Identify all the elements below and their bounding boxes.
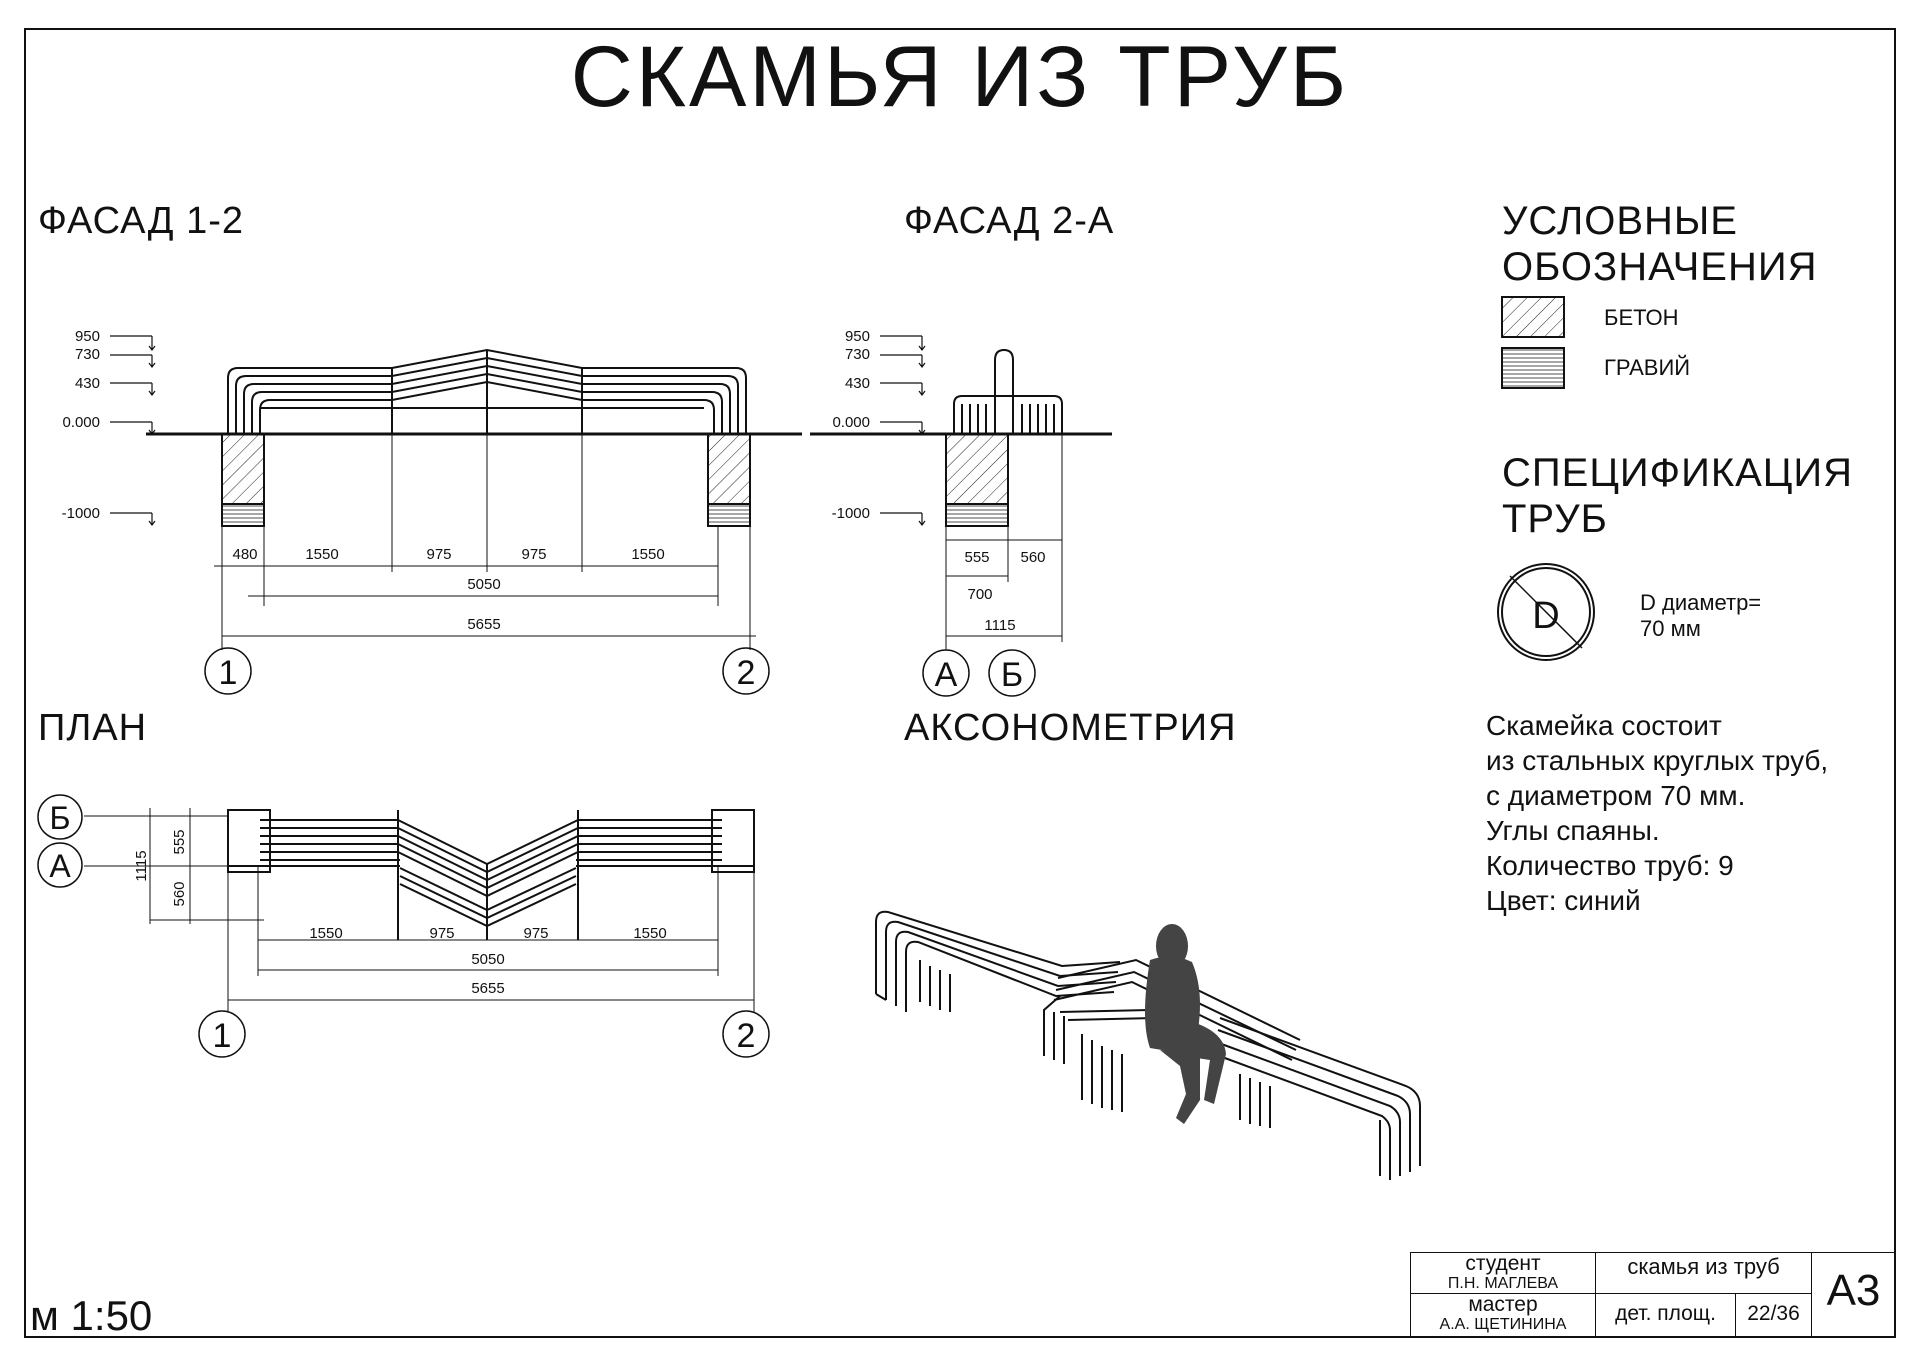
spec-title-line1: СПЕЦИФИКАЦИЯ (1502, 451, 1854, 495)
spec-title-line2: ТРУБ (1502, 497, 1608, 541)
spec-desc-line2: 70 мм (1640, 616, 1701, 641)
facade-2-a-level-minus1000: -1000 (832, 505, 870, 522)
facade-1-2-axis-2-marker (722, 647, 770, 695)
project-name: скамья из труб (1596, 1252, 1812, 1294)
legend-label-concrete: БЕТОН (1604, 305, 1679, 330)
spec-desc-line1: D диаметр= (1640, 590, 1762, 615)
plan-dim-1550-right: 1550 (633, 925, 666, 942)
plan-axis-2-marker (722, 1010, 770, 1058)
plan-dim-1550-left: 1550 (309, 925, 342, 942)
legend-title-line1: УСЛОВНЫЕ (1502, 199, 1738, 243)
title-block: студент П.Н. МАГЛЕВА мастер А.А. ЩЕТИНИН… (1410, 1252, 1896, 1338)
facade-2-a-dim-560: 560 (1020, 549, 1045, 566)
facade-2-a-dim-700: 700 (967, 586, 992, 603)
facade-1-2-level-0: 0.000 (62, 414, 100, 431)
plan-dim-975-left: 975 (429, 925, 454, 942)
drawing-frame (24, 28, 1896, 1338)
plan-drawing (227, 809, 755, 940)
facade-2-a-level-0: 0.000 (832, 414, 870, 431)
plan-dimension-lines (84, 808, 755, 1012)
legend-swatch-concrete (1501, 296, 1565, 338)
student-name: П.Н. МАГЛЕВА (1447, 1275, 1559, 1292)
section-title-axonometry: АКСОНОМЕТРИЯ (904, 707, 1237, 749)
facade-2-a-drawing (810, 348, 1112, 527)
drawing-title: СКАМЬЯ ИЗ ТРУБ (570, 29, 1350, 125)
student-role: студент (1465, 1252, 1541, 1275)
facade-2-a-axis-a-marker (922, 649, 970, 697)
facade-2-a-level-730: 730 (845, 346, 870, 363)
facade-1-2-dim-5655: 5655 (467, 616, 500, 633)
plan-axis-a-label: А (49, 848, 71, 884)
plan-dim-1115: 1115 (133, 850, 150, 881)
master-name: А.А. ЩЕТИНИНА (1439, 1316, 1567, 1333)
bench-description-note: Скамейка состоит из стальных круглых тру… (1486, 710, 1829, 916)
title-block-master-cell: мастер А.А. ЩЕТИНИНА (1410, 1294, 1596, 1338)
master-role: мастер (1468, 1293, 1538, 1316)
facade-2-a-dim-1115: 1115 (984, 617, 1015, 634)
facade-1-2-level-marks (110, 335, 156, 526)
facade-2-a-axis-b-label: Б (1001, 656, 1023, 694)
legend-swatch-gravel (1501, 347, 1565, 389)
facade-1-2-level-950: 950 (75, 328, 100, 345)
legend-title-line2: ОБОЗНАЧЕНИЯ (1502, 245, 1818, 289)
facade-2-a-axis-b-marker (988, 649, 1036, 697)
facade-1-2-level-430: 430 (75, 375, 100, 392)
scale-label: м 1:50 (30, 1292, 153, 1339)
pipe-diameter-symbol: D (1497, 563, 1595, 661)
facade-1-2-axis-1-marker (204, 647, 252, 695)
section-title-plan: ПЛАН (38, 707, 148, 749)
plan-axis-a-marker (37, 842, 83, 888)
sheet-type: дет. площ. (1596, 1294, 1736, 1338)
section-title-facade-1-2: ФАСАД 1-2 (38, 200, 244, 242)
facade-2-a-axis-a-label: А (935, 656, 958, 694)
plan-axis-b-label: Б (50, 800, 71, 836)
sheet-format: А3 (1812, 1252, 1896, 1338)
facade-1-2-level-minus1000: -1000 (62, 505, 100, 522)
facade-1-2-dimension-lines (214, 434, 756, 650)
facade-2-a-level-950: 950 (845, 328, 870, 345)
facade-1-2-axis-2-label: 2 (737, 654, 756, 692)
plan-axis-b-marker (37, 794, 83, 840)
plan-dim-560: 560 (171, 881, 188, 906)
sheet-number: 22/36 (1736, 1294, 1812, 1338)
plan-axis-1-marker (198, 1010, 246, 1058)
facade-1-2-axis-1-label: 1 (219, 654, 238, 692)
facade-2-a-dim-555: 555 (964, 549, 989, 566)
plan-dim-5655: 5655 (471, 980, 504, 997)
facade-1-2-dim-5050: 5050 (467, 576, 500, 593)
plan-dim-5050: 5050 (471, 951, 504, 968)
facade-1-2-dim-1550-right: 1550 (631, 546, 664, 563)
plan-axis-1-label: 1 (213, 1017, 232, 1055)
axonometry-drawing (875, 910, 1421, 1180)
plan-dim-555: 555 (171, 829, 188, 854)
facade-1-2-dim-975-left: 975 (426, 546, 451, 563)
section-title-facade-2-a: ФАСАД 2-А (904, 200, 1115, 242)
facade-2-a-level-marks (880, 335, 926, 526)
plan-axis-2-label: 2 (737, 1017, 756, 1055)
facade-1-2-dim-1550-left: 1550 (305, 546, 338, 563)
facade-1-2-level-730: 730 (75, 346, 100, 363)
plan-dim-975-right: 975 (523, 925, 548, 942)
pipe-symbol-letter: D (1532, 595, 1559, 637)
facade-2-a-dimension-lines (945, 434, 1063, 650)
facade-2-a-level-430: 430 (845, 375, 870, 392)
facade-1-2-dim-975-right: 975 (521, 546, 546, 563)
legend-label-gravel: ГРАВИЙ (1604, 355, 1691, 380)
facade-1-2-dim-480: 480 (232, 546, 257, 563)
facade-1-2-drawing (146, 348, 802, 527)
person-silhouette (1145, 924, 1226, 1124)
title-block-student-cell: студент П.Н. МАГЛЕВА (1410, 1252, 1596, 1294)
